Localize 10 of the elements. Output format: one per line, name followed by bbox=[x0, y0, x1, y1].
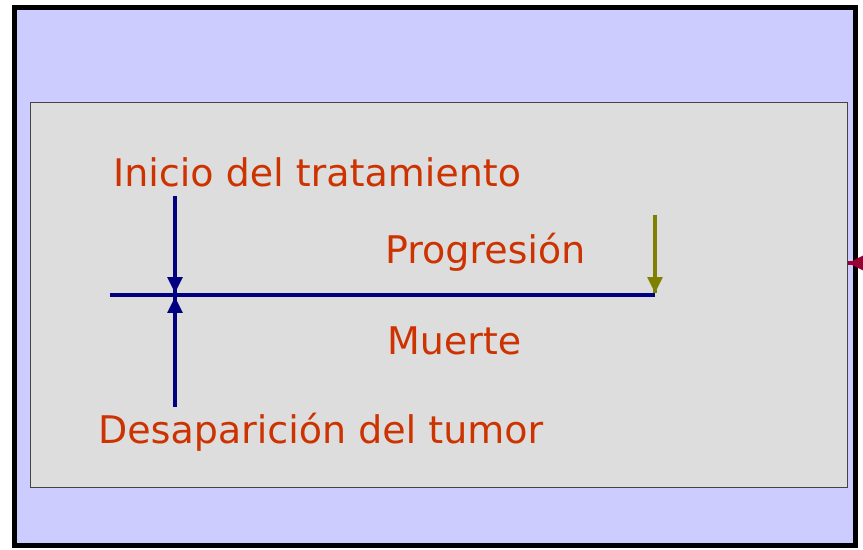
event-label: Progresión bbox=[385, 227, 586, 273]
event-label: Muerte bbox=[387, 318, 522, 364]
arrow bbox=[167, 297, 183, 407]
event-label: Desaparición del tumor bbox=[98, 407, 544, 453]
card-background bbox=[30, 102, 848, 488]
panel-background bbox=[12, 5, 858, 548]
event-label: Inicio del tratamiento bbox=[113, 150, 521, 196]
arrow bbox=[848, 255, 863, 271]
arrow bbox=[647, 215, 663, 293]
arrow bbox=[167, 196, 183, 293]
